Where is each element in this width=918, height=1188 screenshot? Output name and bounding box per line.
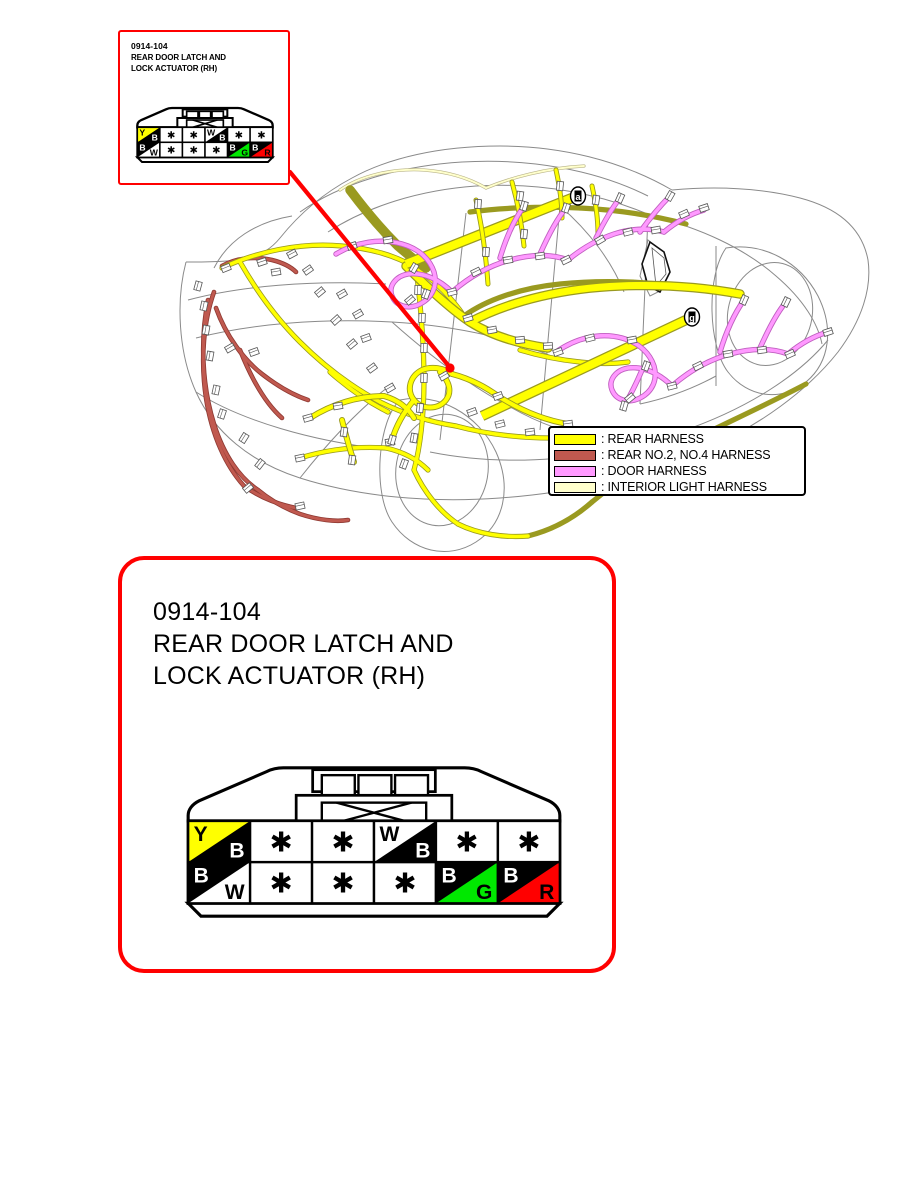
connector-pin-2: ✱ (159, 126, 184, 144)
svg-text:B: B (252, 143, 258, 153)
svg-text:G: G (476, 881, 492, 904)
svg-text:✱: ✱ (190, 130, 198, 141)
big-callout-title-line2: LOCK ACTUATOR (RH) (153, 662, 426, 690)
legend-label: : REAR HARNESS (601, 432, 704, 446)
svg-text:W: W (150, 148, 159, 158)
legend-swatch-interior-light-harness (554, 481, 596, 493)
connector-pin-1: YB (186, 819, 252, 864)
big-callout-box: 0914-104 REAR DOOR LATCH AND LOCK ACTUAT… (118, 556, 616, 973)
svg-text:✱: ✱ (212, 145, 220, 156)
connector-pin-10: ✱ (204, 141, 229, 159)
small-callout-title-line2: LOCK ACTUATOR (RH) (131, 63, 218, 73)
small-callout-title-line1: REAR DOOR LATCH AND (131, 53, 226, 62)
svg-text:B: B (219, 133, 225, 143)
svg-text:a: a (575, 192, 581, 202)
svg-text:✱: ✱ (517, 826, 540, 857)
connector-pin-3: ✱ (181, 126, 206, 144)
svg-text:✱: ✱ (270, 868, 293, 899)
legend-row: : REAR NO.2, NO.4 HARNESS (554, 447, 804, 463)
svg-text:B: B (152, 133, 158, 143)
connector-pin-9: ✱ (310, 860, 376, 905)
small-callout-code: 0914-104 (131, 41, 168, 51)
svg-text:✱: ✱ (190, 145, 198, 156)
connector-pin-2: ✱ (248, 819, 314, 864)
harness-color-legend: : REAR HARNESS : REAR NO.2, NO.4 HARNESS… (548, 426, 806, 496)
legend-label: : REAR NO.2, NO.4 HARNESS (601, 448, 771, 462)
svg-text:B: B (503, 864, 518, 887)
connector-pin-5: ✱ (434, 819, 500, 864)
svg-text:W: W (225, 881, 245, 904)
legend-row: : REAR HARNESS (554, 431, 804, 447)
svg-text:Y: Y (139, 128, 145, 138)
svg-text:✱: ✱ (332, 826, 355, 857)
svg-text:B: B (415, 840, 430, 863)
svg-text:✱: ✱ (167, 130, 175, 141)
legend-row: : INTERIOR LIGHT HARNESS (554, 479, 804, 495)
svg-text:R: R (539, 881, 554, 904)
car-marker-a: a (569, 186, 587, 206)
svg-text:✱: ✱ (167, 145, 175, 156)
svg-text:R: R (264, 148, 271, 158)
legend-label: : DOOR HARNESS (601, 464, 707, 478)
legend-row: : DOOR HARNESS (554, 463, 804, 479)
big-callout-title-line1: REAR DOOR LATCH AND (153, 630, 454, 658)
connector-pin-4: WB (372, 819, 438, 864)
svg-text:B: B (441, 864, 456, 887)
svg-text:✱: ✱ (455, 826, 478, 857)
svg-text:Y: Y (194, 823, 208, 846)
svg-text:✱: ✱ (235, 130, 243, 141)
connector-pin-3: ✱ (310, 819, 376, 864)
svg-text:g: g (689, 313, 695, 323)
svg-text:✱: ✱ (257, 130, 265, 141)
connector-pin-10: ✱ (372, 860, 438, 905)
connector-pin-7: BW (186, 860, 252, 905)
svg-text:B: B (229, 840, 244, 863)
svg-text:✱: ✱ (270, 826, 293, 857)
connector-pin-8: ✱ (248, 860, 314, 905)
connector-pin-12: BR (496, 860, 562, 905)
legend-swatch-door-harness (554, 465, 596, 477)
svg-text:W: W (379, 823, 399, 846)
connector-pin-9: ✱ (181, 141, 206, 159)
legend-swatch-rear-harness (554, 433, 596, 445)
svg-text:B: B (230, 143, 236, 153)
connector-pin-6: ✱ (249, 126, 274, 144)
svg-text:✱: ✱ (393, 868, 416, 899)
legend-swatch-rear-no2-no4-harness (554, 449, 596, 461)
svg-text:✱: ✱ (332, 868, 355, 899)
svg-text:W: W (207, 128, 216, 138)
legend-label: : INTERIOR LIGHT HARNESS (601, 480, 767, 494)
svg-text:B: B (194, 864, 209, 887)
connector-pin-5: ✱ (226, 126, 251, 144)
car-marker-g: g (683, 307, 701, 327)
small-callout-box: 0914-104 REAR DOOR LATCH AND LOCK ACTUAT… (118, 30, 290, 185)
connector-pin-11: BG (434, 860, 500, 905)
big-callout-code: 0914-104 (153, 598, 262, 626)
connector-pin-6: ✱ (496, 819, 562, 864)
connector-pin-8: ✱ (159, 141, 184, 159)
svg-text:B: B (139, 143, 145, 153)
svg-text:G: G (241, 148, 248, 158)
